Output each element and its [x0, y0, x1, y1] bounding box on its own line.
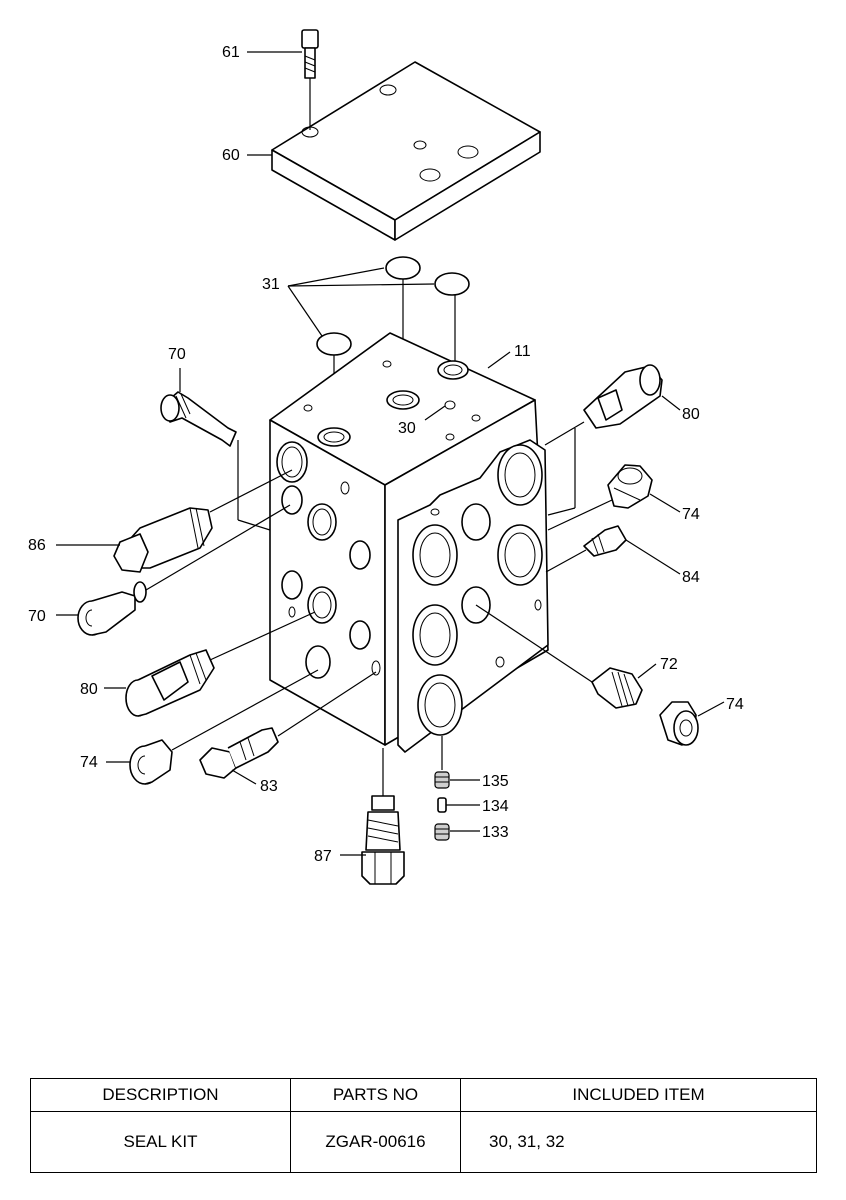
- relief-valve: [113, 469, 293, 573]
- table-row: SEAL KIT ZGAR-00616 30, 31, 32: [30, 1111, 817, 1173]
- cell-included-item: 30, 31, 32: [460, 1111, 817, 1173]
- poppet-72: [475, 604, 643, 709]
- cell-description: SEAL KIT: [30, 1111, 291, 1173]
- leader-lines: [56, 51, 725, 856]
- poppet-upper: [160, 391, 271, 531]
- exploded-parts-diagram: 61 60 31 11 70 30 80 74 86 84 70 80 72 7…: [28, 29, 744, 885]
- header-description: DESCRIPTION: [30, 1078, 291, 1112]
- callout-134: 134: [482, 798, 509, 815]
- plug-87: [361, 748, 405, 885]
- plug-right-lower: [659, 701, 699, 746]
- callout-83: 83: [260, 778, 278, 795]
- callout-60: 60: [222, 147, 240, 164]
- parts-table: DESCRIPTION PARTS NO INCLUDED ITEM SEAL …: [30, 1078, 817, 1173]
- callout-72: 72: [660, 656, 678, 673]
- valve-84: [545, 525, 627, 573]
- socket-bolt: [301, 29, 319, 130]
- o-rings: [287, 256, 470, 430]
- callout-11: 11: [514, 343, 531, 360]
- plug-lower: [77, 504, 291, 636]
- callout-70-lower: 70: [28, 608, 46, 625]
- callout-31: 31: [262, 276, 280, 293]
- header-parts-no: PARTS NO: [290, 1078, 461, 1112]
- callout-80-left: 80: [80, 681, 98, 698]
- callout-74-lower-right: 74: [726, 696, 744, 713]
- callout-84: 84: [682, 569, 700, 586]
- check-valve-right: [544, 364, 663, 516]
- callout-70-upper: 70: [168, 346, 186, 363]
- plug-right-upper: [547, 464, 653, 531]
- cover-plate: [271, 61, 541, 241]
- callout-87: 87: [314, 848, 332, 865]
- valve-body: [269, 332, 549, 753]
- callout-135: 135: [482, 773, 509, 790]
- callout-30: 30: [398, 420, 416, 437]
- callout-133: 133: [482, 824, 509, 841]
- table-header-row: DESCRIPTION PARTS NO INCLUDED ITEM: [30, 1078, 817, 1112]
- cell-parts-no: ZGAR-00616: [290, 1111, 461, 1173]
- callout-74-left: 74: [80, 754, 98, 771]
- callout-74-upper-right: 74: [682, 506, 700, 523]
- callout-61: 61: [222, 44, 240, 61]
- plug-left: [129, 669, 319, 785]
- callout-86: 86: [28, 537, 46, 554]
- small-parts-stack: [434, 736, 450, 841]
- check-valve-left: [125, 611, 316, 717]
- valve-83: [199, 671, 377, 779]
- callout-80-right: 80: [682, 406, 700, 423]
- header-included-item: INCLUDED ITEM: [460, 1078, 817, 1112]
